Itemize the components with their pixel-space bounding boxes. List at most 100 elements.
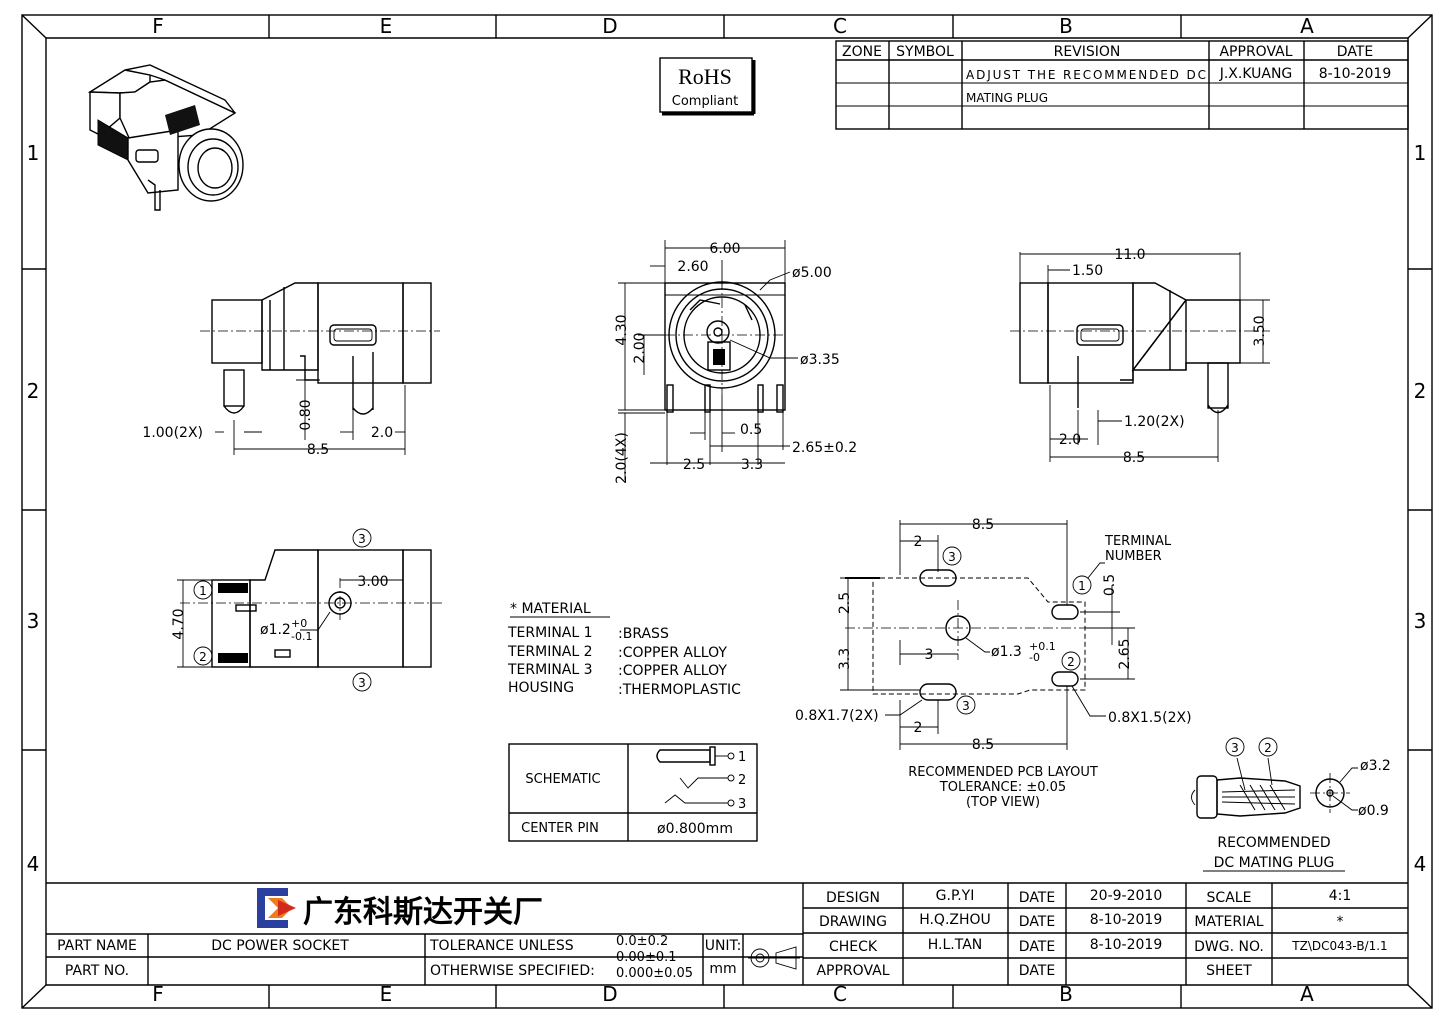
zone-col-c-bottom: C: [833, 982, 847, 1006]
center-pin-label: CENTER PIN: [521, 821, 599, 836]
rev-row1-revision: ADJUST THE RECOMMENDED DC: [966, 68, 1206, 82]
zone-col-d: D: [602, 14, 617, 38]
rev-row2-revision: MATING PLUG: [966, 91, 1048, 105]
tol-value-2: 0.00±0.1: [616, 950, 677, 965]
plug-outer-dia: ø3.2: [1360, 758, 1391, 774]
drawing-date-label: DATE: [1019, 914, 1055, 930]
dim-front-height: 4.30: [614, 314, 630, 345]
dim-front-d3: 2.5: [683, 457, 705, 473]
plug-caption-line1: RECOMMENDED: [1217, 835, 1330, 851]
material-row1-value: :BRASS: [618, 626, 669, 642]
pcb-marker-2: 2: [1067, 655, 1075, 669]
schematic-pin-3: 3: [738, 797, 746, 812]
outer-border: [21, 14, 1433, 1009]
bottom-marker-1: 1: [199, 584, 207, 598]
left-side-view: 8.5 1.00(2X) 2.0 0.80: [142, 282, 440, 458]
inner-border: [45, 37, 1409, 986]
scale-value: 4:1: [1329, 888, 1352, 904]
dim-bottom-tol-minus: -0.1: [291, 630, 312, 643]
zone-row-2: 2: [27, 379, 40, 403]
dim-front-width: 6.00: [709, 241, 740, 257]
tol-value-3: 0.000±0.05: [616, 966, 693, 981]
revision-table: ZONE SYMBOL REVISION APPROVAL DATE J.X.K…: [835, 40, 1409, 130]
material-row1-name: TERMINAL 1: [507, 625, 593, 641]
design-date-label: DATE: [1019, 890, 1055, 906]
dim-pcb-v265: 2.65: [1117, 638, 1133, 669]
check-name: H.L.TAN: [928, 937, 983, 953]
material-list: * MATERIAL TERMINAL 1 :BRASS TERMINAL 2 …: [507, 601, 741, 698]
unit-value: mm: [709, 961, 736, 977]
rev-header-symbol: SYMBOL: [896, 44, 954, 60]
dim-front-pin-len: 2.0(4X): [614, 432, 630, 484]
bottom-view: 3.00 ø1.2 +0 -0.1 4.70 3 3 1 2: [171, 528, 445, 692]
pcb-marker-3-top: 3: [948, 550, 956, 564]
check-date-label: DATE: [1019, 939, 1055, 955]
dwg-label: DWG. NO.: [1194, 939, 1264, 955]
schematic-pin-2: 2: [738, 773, 746, 788]
part-name-value: DC POWER SOCKET: [211, 938, 349, 954]
bottom-marker-3-bottom: 3: [358, 676, 366, 690]
zone-row-3-right: 3: [1414, 609, 1427, 633]
design-name: G.P.YI: [936, 888, 975, 904]
rohs-title: RoHS: [678, 64, 732, 89]
sheet-label: SHEET: [1206, 963, 1252, 979]
material-title: * MATERIAL: [510, 601, 591, 617]
material-row3-name: TERMINAL 3: [507, 662, 593, 678]
material-label: MATERIAL: [1194, 914, 1263, 930]
dim-bottom-hole: ø1.2: [260, 622, 291, 638]
dim-pcb-h3: 3: [925, 647, 934, 663]
unit-label: UNIT:: [705, 938, 742, 954]
dim-right-length: 8.5: [1123, 450, 1145, 466]
dim-left-pin-width: 1.00(2X): [142, 425, 203, 441]
approval-date-label: DATE: [1019, 963, 1055, 979]
rohs-subtitle: Compliant: [672, 94, 738, 109]
plug-inner-dia: ø0.9: [1358, 803, 1389, 819]
projection-symbol-icon: [748, 946, 800, 970]
part-no-label: PART NO.: [65, 963, 129, 979]
dim-pcb-d2b: 2: [914, 720, 923, 736]
dim-left-pin-height: 0.80: [298, 399, 314, 430]
dim-right-pitch: 2.0: [1059, 432, 1081, 448]
zone-row-2-right: 2: [1414, 379, 1427, 403]
bottom-marker-3-top: 3: [358, 532, 366, 546]
pcb-caption-line2: TOLERANCE: ±0.05: [939, 780, 1066, 795]
dim-bottom-offset: 3.00: [357, 574, 388, 590]
rev-header-approval: APPROVAL: [1219, 44, 1292, 60]
drawing-date: 8-10-2019: [1090, 912, 1162, 928]
check-date: 8-10-2019: [1090, 937, 1162, 953]
pcb-caption-line3: (TOP VIEW): [966, 795, 1040, 810]
mating-plug: 3 2 ø3.2 ø0.9 RECOMMENDED DC MATING PLUG: [1191, 737, 1391, 872]
dim-pcb-v33: 3.3: [837, 648, 853, 670]
pcb-number-label: NUMBER: [1105, 549, 1162, 564]
dim-front-offset: 2.60: [677, 259, 708, 275]
schematic-pin-1: 1: [738, 750, 746, 765]
schematic-table: SCHEMATIC CENTER PIN ø0.800mm 1 2 3: [508, 743, 758, 842]
dim-left-length: 8.5: [307, 442, 329, 458]
pcb-terminal-label: TERMINAL: [1104, 534, 1172, 549]
rev-row1-approval: J.X.KUANG: [1219, 66, 1293, 82]
scale-label: SCALE: [1207, 890, 1252, 906]
dim-right-pin-w: 1.20(2X): [1124, 414, 1185, 430]
dim-front-d1: 0.5: [740, 422, 762, 438]
design-label: DESIGN: [826, 890, 880, 906]
check-label: CHECK: [829, 939, 878, 955]
zone-row-1: 1: [27, 141, 40, 165]
material-row4-value: :THERMOPLASTIC: [618, 682, 741, 698]
bottom-marker-2: 2: [199, 650, 207, 664]
material-row4-name: HOUSING: [508, 680, 574, 696]
plug-marker-3: 3: [1231, 741, 1239, 755]
material-value: *: [1337, 914, 1344, 930]
rev-row1-date: 8-10-2019: [1319, 66, 1391, 82]
front-view: 6.00 2.60 ø5.00 ø3.35 4.30 2.00 2.0(4X) …: [614, 240, 857, 484]
zone-col-f-bottom: F: [152, 982, 164, 1006]
pcb-marker-3-bottom: 3: [962, 699, 970, 713]
zone-col-e-bottom: E: [380, 982, 393, 1006]
dim-front-d4: 3.3: [741, 457, 763, 473]
right-side-view: 11.0 1.50 3.50 1.20(2X) 2.0 8.5: [1010, 247, 1270, 466]
dim-right-offset: 1.50: [1072, 263, 1103, 279]
zone-col-a: A: [1300, 14, 1314, 38]
schematic-label: SCHEMATIC: [525, 772, 600, 787]
zone-col-a-bottom: A: [1300, 982, 1314, 1006]
zone-col-f: F: [152, 14, 164, 38]
drawing-name: H.Q.ZHOU: [919, 912, 991, 928]
